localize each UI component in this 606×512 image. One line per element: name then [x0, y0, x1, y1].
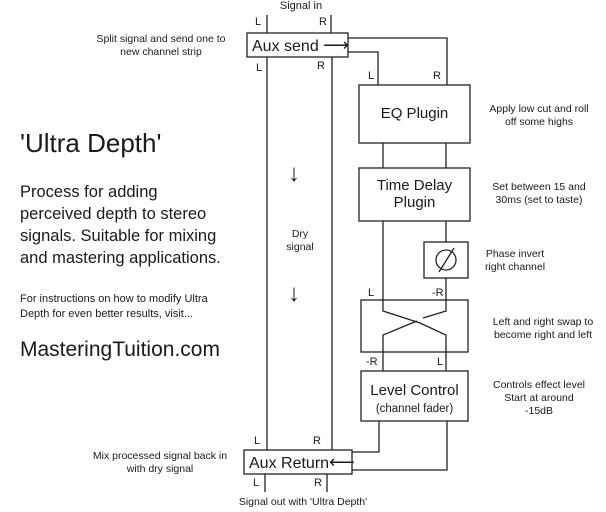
instructions: For instructions on how to modify Ultra … [20, 292, 208, 322]
time-delay-label-line: Plugin [393, 194, 436, 211]
dry-arrow-down-icon: ↓ [288, 160, 300, 187]
description-line: signals. Suitable for mixing [20, 227, 217, 245]
send-left-wire [348, 51, 379, 85]
description-line: and mastering applications. [20, 249, 221, 267]
note-line: off some highs [504, 116, 574, 128]
level-control-sublabel: (channel fader) [375, 403, 454, 415]
website-link[interactable]: MasteringTuition.com [20, 338, 220, 361]
note-line: Left and right swap to [492, 316, 594, 328]
note-line: -15dB [524, 405, 554, 417]
swap-right-to-left-b [382, 320, 418, 352]
signal-in-label: Signal in [279, 0, 323, 12]
output-right-label: R [314, 477, 322, 489]
return-left-wire [352, 421, 380, 453]
return-in-left-label: L [254, 435, 261, 447]
description-line: Process for adding [20, 183, 158, 201]
note-line: Apply low cut and roll [489, 103, 589, 115]
swap-in-left-label: L [368, 287, 375, 299]
page-title: 'Ultra Depth' [20, 128, 162, 158]
swap-in-right-label: -R [432, 287, 444, 299]
dry-signal-label: Dry signal [277, 228, 323, 254]
swap-note: Left and right swap to become right and … [482, 316, 604, 342]
time-delay-label-line: Time Delay [376, 177, 453, 194]
swap-box [360, 299, 469, 353]
swap-left-to-right [382, 300, 447, 352]
aux-send-label: Aux send [252, 38, 319, 55]
time-delay-note: Set between 15 and 30ms (set to taste) [478, 181, 600, 207]
note-line: Controls effect level [492, 379, 586, 391]
aux-return-label-wrap: Aux Return⟵ [249, 452, 355, 473]
dry-label-line: Dry [291, 228, 309, 240]
eq-plugin-box [358, 84, 471, 144]
time-delay-box [358, 167, 471, 222]
instructions-line: For instructions on how to modify Ultra [20, 293, 208, 305]
time-delay-label: Time Delay Plugin [359, 177, 470, 211]
eq-note: Apply low cut and roll off some highs [478, 103, 600, 129]
note-line: Phase invert [485, 248, 545, 260]
note-line: Set between 15 and [492, 181, 586, 193]
aux-return-note: Mix processed signal back in with dry si… [82, 450, 238, 476]
phase-invert-icon-slash [438, 247, 455, 273]
note-line: become right and left [493, 329, 593, 341]
input-left-label: L [255, 16, 262, 28]
swap-right-to-left [422, 300, 447, 319]
swap-out-right-label: L [437, 356, 444, 368]
note-line: Mix processed signal back in [92, 450, 228, 462]
phase-invert-icon [435, 249, 457, 271]
send-right-wire [348, 37, 448, 85]
dry-right-label: R [317, 60, 325, 72]
instructions-line: Depth for even better results, visit... [20, 308, 194, 320]
aux-return-label: Aux Return [249, 455, 330, 472]
level-control-note: Controls effect level Start at around -1… [478, 379, 600, 418]
note-line: new channel strip [120, 46, 202, 58]
aux-send-box [246, 32, 349, 58]
signal-out-label: Signal out with 'Ultra Depth' [238, 496, 368, 508]
note-line: 30ms (set to taste) [495, 194, 583, 206]
level-control-label: Level Control [370, 382, 459, 399]
note-line: right channel [484, 261, 546, 273]
note-line: Split signal and send one to [96, 33, 226, 45]
note-line: Start at around [504, 392, 574, 404]
note-line: with dry signal [126, 463, 194, 475]
description-line: perceived depth to stereo [20, 205, 207, 223]
swap-out-left-label: -R [366, 356, 378, 368]
aux-send-note: Split signal and send one to new channel… [86, 33, 236, 59]
level-control-box [360, 370, 469, 422]
aux-send-label-wrap: Aux send ⟶ [252, 35, 349, 56]
dry-left-label: L [256, 62, 263, 74]
dry-arrow-down-icon: ↓ [288, 280, 300, 307]
arrow-right-icon: ⟶ [323, 35, 349, 55]
return-right-wire [352, 421, 448, 471]
aux-return-box [243, 449, 353, 475]
arrow-left-icon: ⟵ [329, 452, 355, 472]
dry-label-line: signal [286, 241, 314, 253]
eq-left-label: L [368, 70, 375, 82]
eq-plugin-label: EQ Plugin [380, 105, 449, 122]
phase-invert-note: Phase invert right channel [480, 248, 550, 274]
description: Process for adding perceived depth to st… [20, 181, 221, 269]
input-right-label: R [319, 16, 327, 28]
return-in-right-label: R [313, 435, 321, 447]
eq-right-label: R [433, 70, 441, 82]
output-left-label: L [253, 477, 260, 489]
